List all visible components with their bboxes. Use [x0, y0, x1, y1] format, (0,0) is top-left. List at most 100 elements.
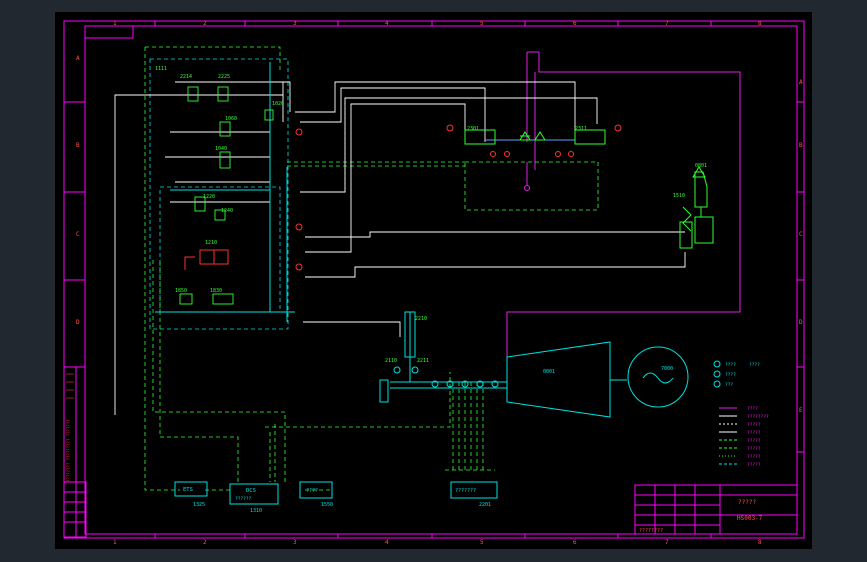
tag: 0001: [543, 369, 555, 375]
legend-line-label: ????: [747, 406, 758, 412]
tag-labels: 2214 2225 1020 1060 1040 1220 1240 1210 …: [155, 66, 707, 364]
dcs-label: DCS: [246, 488, 256, 494]
col-label: 8: [758, 539, 762, 546]
bottom-block-number: 2201: [479, 502, 491, 508]
col-label: 2: [203, 20, 207, 27]
servo-components: [179, 86, 274, 305]
legend-line-label: ?????: [747, 438, 761, 444]
cyan-tag-labels: 0001 7000: [543, 366, 673, 375]
row-label: E: [799, 407, 803, 414]
revision-strip: ???????? ????????? ???????: [63, 366, 87, 538]
col-label: 1: [113, 20, 117, 27]
tag: 7000: [661, 366, 673, 372]
frame-ticks: [64, 21, 804, 538]
tag: 2210: [415, 316, 427, 322]
legend-line-label: ?????: [747, 422, 761, 428]
tag: 2211: [417, 358, 429, 364]
col-label: 7: [665, 539, 669, 546]
tag: 2110: [385, 358, 397, 364]
tag: 1111: [155, 66, 167, 72]
tag: 2311: [575, 126, 587, 132]
tag: 1020: [272, 101, 284, 107]
block-ets: ETS 1325: [174, 481, 208, 508]
speed-sensors: [379, 311, 499, 403]
tag: 1830: [210, 288, 222, 294]
dcs-number: 1310: [250, 508, 262, 514]
corner-box: [84, 25, 134, 39]
tag: 1060: [225, 116, 237, 122]
drawing-sheet: 1 2 3 4 5 6 7 8 1 2 3 4 5 6 7 8 A B C D: [55, 12, 812, 549]
column-labels-bottom: 1 2 3 4 5 6 7 8: [113, 539, 762, 546]
tag: 2214: [180, 74, 192, 80]
revision-note: ???????? ????????? ???????: [66, 419, 71, 482]
white-dotted-lines: [335, 81, 575, 192]
legend-line-label: ?????: [747, 446, 761, 452]
row-label: B: [799, 142, 803, 149]
dcs-sublabel: ??????: [235, 496, 252, 502]
legend-symbol-label: ????: [725, 362, 736, 368]
tag: 1040: [215, 146, 227, 152]
row-label: C: [76, 231, 80, 238]
legend-line-label: ?????: [747, 454, 761, 460]
tag: 2225: [218, 74, 230, 80]
tag: 1240: [221, 208, 233, 214]
legend-symbol-label: ????: [725, 372, 736, 378]
row-label: D: [799, 319, 803, 326]
row-labels-right: A B C D E: [799, 79, 803, 414]
legend-line-label: ?????: [747, 430, 761, 436]
row-label: B: [76, 142, 80, 149]
inner-frame: [84, 25, 798, 535]
row-label: C: [799, 231, 803, 238]
column-labels-top: 1 2 3 4 5 6 7 8: [113, 20, 762, 27]
block-dcs: DCS ?????? 1310: [229, 483, 279, 514]
legend-symbol-label: ????: [749, 362, 760, 368]
col-label: 5: [480, 539, 484, 546]
block-bottom: ??????? 2201: [450, 481, 498, 508]
tag: 1220: [203, 194, 215, 200]
row-label: A: [799, 79, 803, 86]
legend-line-label: ????????: [747, 414, 769, 420]
col-label: 7: [665, 20, 669, 27]
white-pipe-lines: [114, 81, 686, 415]
col-label: 3: [293, 539, 297, 546]
legend-symbol-label: ???: [725, 382, 733, 388]
col-label: 6: [573, 20, 577, 27]
col-label: 8: [758, 20, 762, 27]
col-label: 4: [385, 20, 389, 27]
generator-symbol: [627, 346, 689, 408]
col-label: 2: [203, 539, 207, 546]
ets-label: ETS: [183, 487, 193, 493]
tag: 1510: [673, 193, 685, 199]
main-steam-valve: [679, 171, 714, 249]
outer-frame: [63, 20, 805, 539]
drawing-number: HS003-7: [737, 515, 763, 522]
governor-valves: [464, 129, 606, 145]
red-solenoid: [184, 249, 229, 270]
bottom-block-label: ???????: [455, 488, 476, 494]
tag: 1850: [175, 288, 187, 294]
green-dashed-lines: [144, 46, 599, 491]
row-labels-left: A B C D: [76, 55, 80, 326]
aux-number: 1550: [321, 502, 333, 508]
col-label: 5: [480, 20, 484, 27]
stop-valve-symbol: [692, 166, 706, 178]
col-label: 6: [573, 539, 577, 546]
title-name: ?????: [738, 499, 756, 506]
tag: 2301: [467, 126, 479, 132]
col-label: 1: [113, 539, 117, 546]
tag: 1210: [205, 240, 217, 246]
tag: 0801: [695, 163, 707, 169]
aux-label: ????: [306, 488, 318, 494]
turbine-body: [506, 341, 611, 418]
legend-line-label: ?????: [747, 462, 761, 468]
ets-number: 1325: [193, 502, 205, 508]
row-label: D: [76, 319, 80, 326]
generator-wave: [642, 372, 674, 384]
red-instruments: [295, 124, 622, 271]
title-block: ????? HS003-7 ????????: [634, 484, 798, 535]
magenta-lines: [506, 51, 741, 357]
title-note: ????????: [639, 528, 663, 534]
schematic-canvas: 1 2 3 4 5 6 7 8 1 2 3 4 5 6 7 8 A B C D: [63, 20, 805, 546]
legend: ???? ???? ??? ???? ???? ???????? ????? ?…: [713, 360, 769, 468]
col-label: 4: [385, 539, 389, 546]
